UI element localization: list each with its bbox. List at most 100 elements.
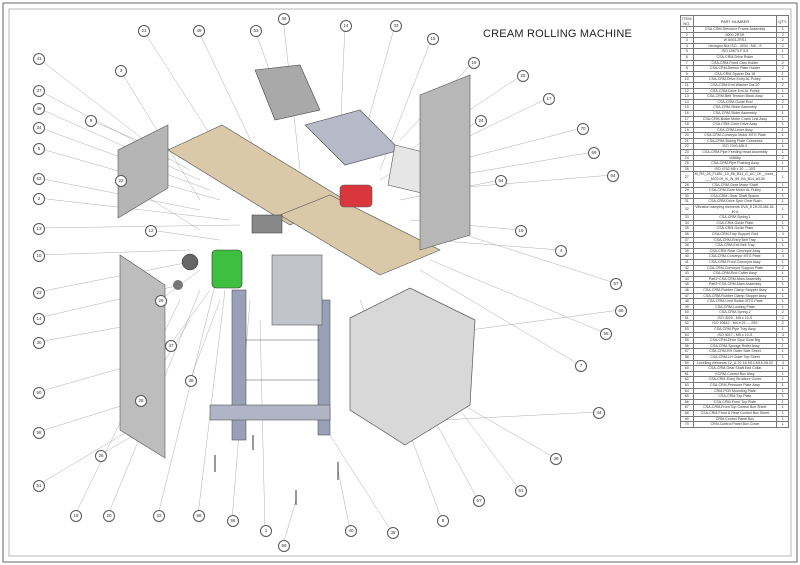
bom-part-number: CSA-CRM-Fixed Cam Holder	[692, 59, 778, 67]
callout-balloon: 37	[33, 85, 45, 97]
bom-part-number: CSA-CRM-End Washer Dia 20	[692, 81, 778, 89]
bom-part-number: CRM-Control Panel Box Cover	[692, 421, 778, 428]
callout-balloon: 8	[437, 515, 449, 527]
callout-balloon: 4	[555, 245, 567, 257]
pulley	[173, 280, 183, 290]
bom-part-number: CSA-CRM-Conveyor Motor MTG Plate	[692, 132, 778, 139]
bom-qty: 1	[776, 387, 790, 395]
bom-item-no: 70	[680, 421, 694, 428]
bom-qty: 1	[776, 326, 790, 333]
bom-part-number: ISO 10642 - M4 x 25 --- 25S	[692, 320, 778, 328]
callout-balloon: 48	[33, 103, 45, 115]
bom-qty: 4	[776, 359, 790, 367]
callout-balloon: 36	[185, 375, 197, 387]
callout-balloon: 15	[427, 33, 439, 45]
callout-balloon: 58	[33, 427, 45, 439]
callout-balloon: 49	[193, 25, 205, 37]
right-side-sheet	[419, 74, 471, 251]
bom-qty: 2	[776, 59, 790, 67]
exploded-assembly	[117, 64, 476, 505]
leader-line	[259, 319, 266, 531]
callout-balloon: 34	[33, 122, 45, 134]
bom-qty: 1	[776, 70, 790, 78]
leader-line	[142, 29, 221, 151]
bom-part-number: CSA-CRM-Limit Switch MTG Plate	[692, 298, 778, 305]
bom-qty: 2	[776, 65, 790, 72]
bom-qty: 1	[776, 370, 790, 378]
bom-qty: 2	[776, 320, 790, 328]
bom-part-number: M_RS_28_FL85L_10_56_B14_G_AC_1E__none_ _…	[692, 171, 778, 183]
bom-qty: 1	[776, 365, 790, 372]
bom-part-number: CSA-CRM-Front Top Control Box Sheet	[692, 404, 778, 411]
callout-balloon: 33	[390, 20, 402, 32]
callout-balloon: 24	[475, 115, 487, 127]
leader-line	[469, 309, 621, 331]
bom-part-number: CSA-CRM-Locking Plate	[692, 303, 778, 311]
bom-part-number: CSA-CRM-Conveyor Support Plate	[692, 264, 778, 272]
bom-qty: 2	[776, 81, 790, 89]
conveyor-motor	[339, 184, 373, 208]
callout-balloon: 44	[593, 407, 605, 419]
callout-balloon: 5	[33, 143, 45, 155]
callout-balloon: 40	[345, 525, 357, 537]
bom-part-number: Part2^CSA-CRM-Main Assembly	[692, 281, 778, 288]
callout-balloon: 7	[575, 360, 587, 372]
bom-qty: 1	[776, 415, 790, 423]
bom-part-number: CSA-CRM-Drive Exit AL Pulley	[692, 87, 778, 95]
callout-balloon: 30	[33, 337, 45, 349]
bom-qty: 2	[776, 264, 790, 272]
callout-balloon: 3	[115, 65, 127, 77]
bom-part-number: CSA-CRM-Rubber Clamp Stopper Assy	[692, 286, 778, 294]
bom-qty: 1	[776, 286, 790, 294]
callout-balloon: 20	[103, 510, 115, 522]
callout-balloon: 32	[153, 510, 165, 522]
callout-balloon: 68	[193, 510, 205, 522]
bom-part-number: CSA-CRM-Guide Rod	[692, 98, 778, 106]
bom-part-number: CSA-CRM-Belt Tension Block Assy	[692, 93, 778, 100]
bom-qty: 1	[776, 87, 790, 95]
gear-motor	[211, 249, 243, 289]
leader-line	[37, 224, 241, 229]
leader-line	[337, 469, 351, 531]
bom-part-number: CSA-CRM-Structure Frame Assembly	[692, 26, 778, 33]
bom-qty: 1	[776, 376, 790, 383]
callout-balloon: 55	[600, 328, 612, 340]
leader-line	[37, 197, 231, 221]
callout-balloon: 46	[278, 13, 290, 25]
leader-line	[449, 229, 616, 284]
bom-part-number: CSA-CRM-End Cutter Assy	[692, 270, 778, 277]
callout-balloon: 22	[115, 175, 127, 187]
bom-qty: 1	[776, 26, 790, 33]
header-item-no: ITEM NO.	[680, 15, 694, 27]
leader-line	[429, 259, 606, 334]
callout-balloon: 53	[250, 25, 262, 37]
leader-line	[319, 419, 393, 533]
bom-qty: 1	[776, 303, 790, 311]
bom-part-number: CSA-CRM-Spring 2	[692, 309, 778, 316]
bom-qty: 1	[776, 382, 790, 389]
bom-qty: 1	[776, 109, 790, 117]
callout-balloon: 2	[33, 193, 45, 205]
callout-balloon: 69	[588, 147, 600, 159]
bom-item-no: 32	[680, 203, 694, 216]
callout-balloon: 13	[33, 223, 45, 235]
